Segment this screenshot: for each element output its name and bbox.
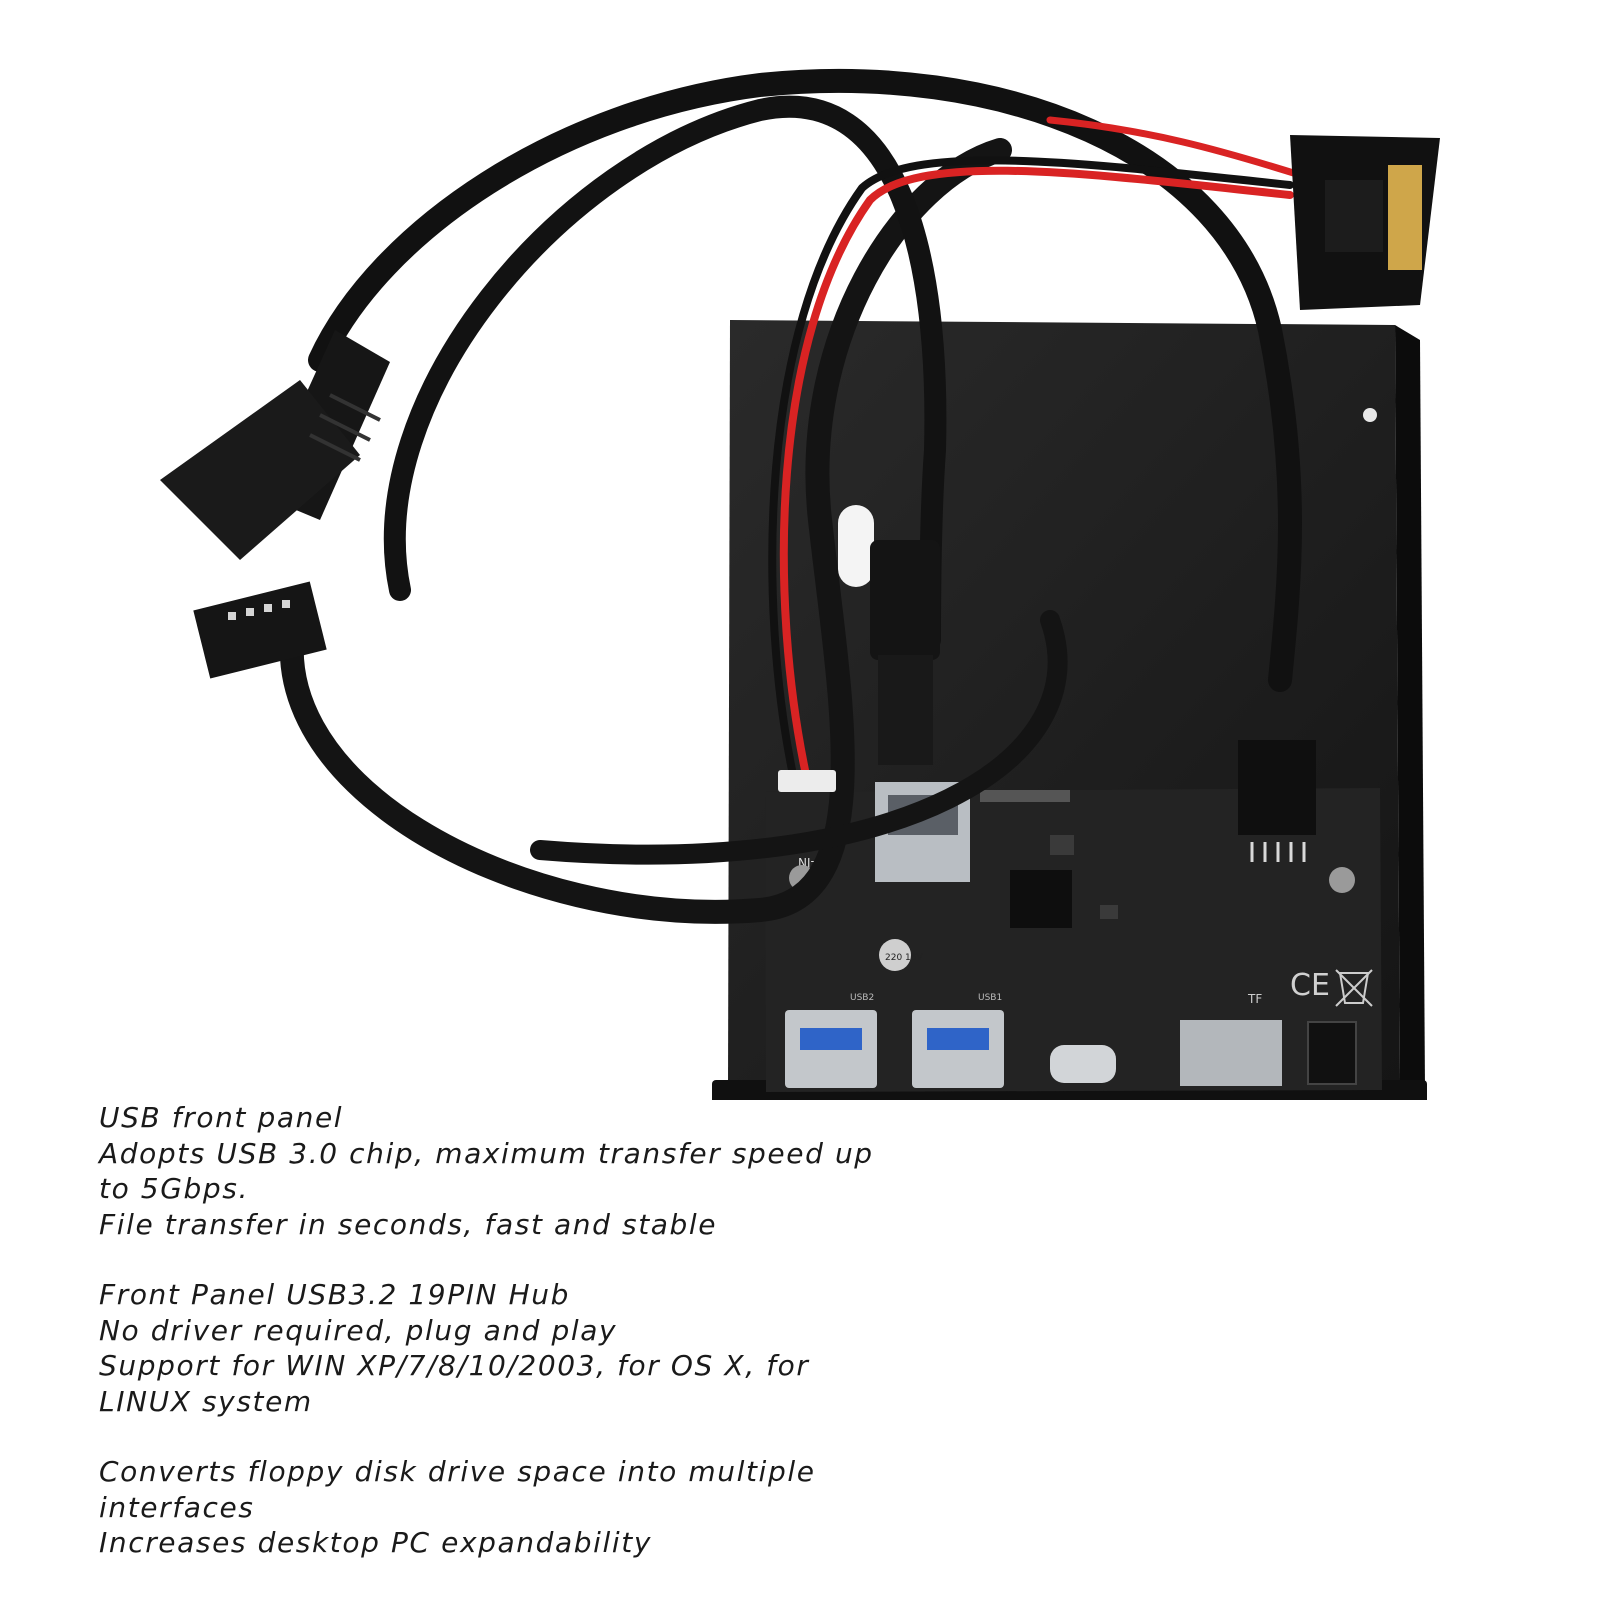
screw-right bbox=[1329, 867, 1355, 893]
feature-group-usb: USB front panel Adopts USB 3.0 chip, max… bbox=[99, 1100, 899, 1242]
feature-line: Support for WIN XP/7/8/10/2003, for OS X… bbox=[99, 1349, 810, 1418]
cables bbox=[279, 68, 1304, 924]
ce-mark: CE bbox=[1290, 968, 1330, 1003]
product-description: USB front panel Adopts USB 3.0 chip, max… bbox=[99, 1100, 899, 1596]
tf-label: TF bbox=[1247, 992, 1262, 1006]
front-ports bbox=[785, 1010, 1357, 1088]
usb-a-port-1[interactable] bbox=[912, 1010, 1004, 1088]
product-photo: 220 16V 5V-IN USB2 USB1 TF CE bbox=[160, 68, 1440, 1100]
internal-pin-header bbox=[1238, 740, 1316, 862]
feature-line: Front Panel USB3.2 19PIN Hub bbox=[99, 1278, 570, 1311]
feature-line: Converts floppy disk drive space into mu… bbox=[99, 1455, 816, 1524]
capacitor bbox=[879, 939, 911, 971]
mount-slot bbox=[838, 505, 874, 587]
usb2-label: USB2 bbox=[850, 993, 874, 1003]
usb-a-plug bbox=[870, 540, 940, 765]
usb-c-port[interactable] bbox=[1050, 1045, 1116, 1083]
capacitor-label: 220 16V bbox=[885, 953, 923, 963]
usb1-label: USB1 bbox=[978, 993, 1002, 1003]
feature-line: Increases desktop PC expandability bbox=[99, 1526, 652, 1559]
hub-chip bbox=[1010, 870, 1072, 928]
feature-line: No driver required, plug and play bbox=[99, 1313, 618, 1347]
power-wire-plug bbox=[778, 770, 836, 792]
tf-card-slot[interactable] bbox=[1180, 1020, 1282, 1086]
sata-power-connector bbox=[1290, 135, 1440, 310]
feature-group-hub: Front Panel USB3.2 19PIN Hub No driver r… bbox=[99, 1277, 899, 1419]
usb2-9pin-connector bbox=[193, 581, 327, 679]
usb-a-port-2[interactable] bbox=[785, 1010, 877, 1088]
weee-bin-icon bbox=[1335, 969, 1373, 1007]
feature-line: USB front panel bbox=[99, 1101, 344, 1134]
feature-group-expansion: Converts floppy disk drive space into mu… bbox=[99, 1454, 899, 1561]
audio-jack-module[interactable] bbox=[1307, 1021, 1357, 1085]
usb3-19pin-connector bbox=[160, 330, 390, 560]
feature-line: File transfer in seconds, fast and stabl… bbox=[99, 1207, 718, 1241]
feature-line: Adopts USB 3.0 chip, maximum transfer sp… bbox=[99, 1136, 874, 1206]
mount-hole bbox=[1363, 408, 1377, 422]
